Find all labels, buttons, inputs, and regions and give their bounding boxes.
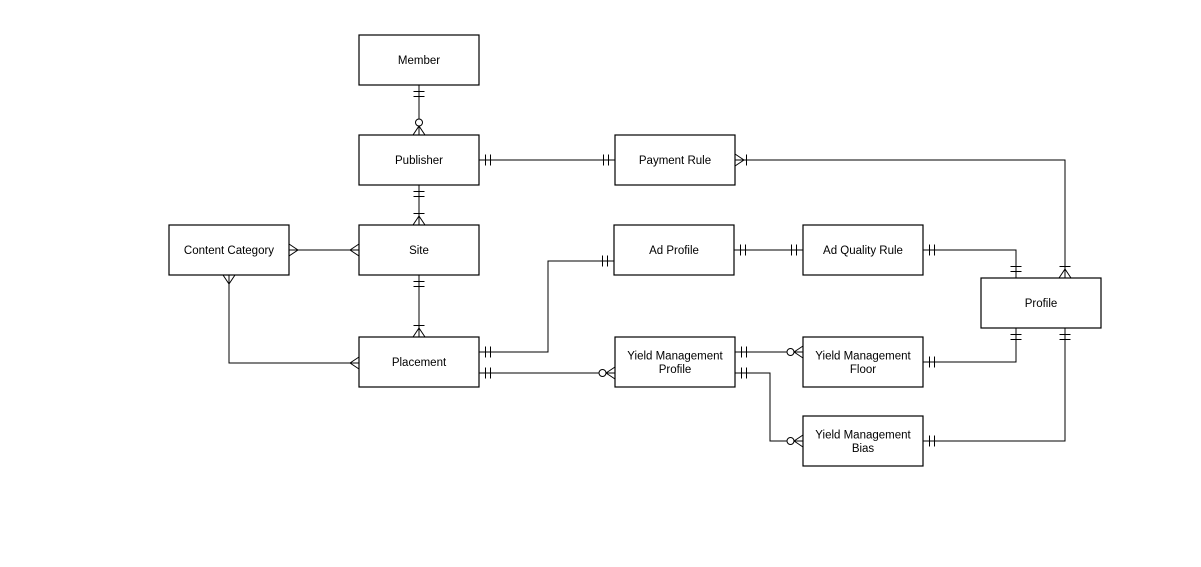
entity-placement[interactable]: Placement bbox=[358, 336, 480, 388]
cardinality-from-one-and-only-one-icon bbox=[929, 435, 935, 447]
connector-line bbox=[923, 249, 1017, 278]
entity-box-yield-management-profile[interactable] bbox=[614, 336, 736, 388]
entity-content-category[interactable]: Content Category bbox=[168, 224, 290, 276]
entity-box-site[interactable] bbox=[358, 224, 480, 276]
cardinality-to-one-and-only-one-icon bbox=[603, 154, 609, 166]
entity-label-ad-profile: Ad Profile bbox=[649, 245, 699, 257]
connector-line bbox=[228, 275, 359, 364]
relationship-yield-management-bias--profile bbox=[923, 328, 1071, 447]
relationship-member--publisher bbox=[412, 85, 426, 136]
cardinality-to-zero-or-many-icon bbox=[793, 345, 804, 359]
cardinality-from-one-and-only-one-icon bbox=[741, 346, 747, 358]
cardinality-to-one-and-only-one-icon bbox=[1010, 266, 1022, 272]
cardinality-from-one-and-only-one-icon bbox=[485, 367, 491, 379]
connector-line bbox=[923, 328, 1017, 363]
entity-payment-rule[interactable]: Payment Rule bbox=[614, 134, 736, 186]
entity-label-profile: Profile bbox=[1025, 298, 1058, 310]
relationship-publisher--site bbox=[412, 185, 426, 226]
cardinality-zero-circle-icon bbox=[598, 369, 607, 377]
entity-label-member: Member bbox=[398, 55, 440, 67]
relationship-yield-management-profile--yield-management-floor bbox=[735, 345, 804, 359]
cardinality-to-zero-or-many-icon bbox=[793, 434, 804, 448]
cardinality-from-one-and-only-one-icon bbox=[741, 367, 747, 379]
connector-line bbox=[735, 372, 803, 442]
cardinality-to-one-or-many-icon bbox=[412, 325, 426, 338]
entity-label-placement: Placement bbox=[392, 357, 447, 369]
entity-member[interactable]: Member bbox=[358, 34, 480, 86]
entity-ad-profile[interactable]: Ad Profile bbox=[613, 224, 735, 276]
cardinality-from-many-icon bbox=[222, 274, 236, 285]
connector-line bbox=[735, 159, 1066, 278]
cardinality-to-zero-or-many-icon bbox=[605, 366, 616, 380]
relationship-placement--yield-management-profile bbox=[479, 366, 616, 380]
cardinality-to-many-icon bbox=[349, 356, 360, 370]
relationship-yield-management-floor--profile bbox=[923, 328, 1022, 368]
cardinality-zero-circle-icon bbox=[786, 348, 795, 356]
cardinality-from-one-and-only-one-icon bbox=[929, 244, 935, 256]
entity-box-profile[interactable] bbox=[980, 277, 1102, 329]
relationship-publisher--payment-rule bbox=[479, 154, 615, 166]
relationship-placement--ad-profile bbox=[479, 255, 614, 358]
entity-label-publisher: Publisher bbox=[395, 155, 443, 167]
cardinality-to-one-or-many-icon bbox=[412, 213, 426, 226]
cardinality-zero-circle-icon bbox=[786, 437, 795, 445]
entity-label-site: Site bbox=[409, 245, 429, 257]
entity-label-ad-quality-rule: Ad Quality Rule bbox=[823, 245, 903, 257]
entity-profile[interactable]: Profile bbox=[980, 277, 1102, 329]
entity-box-payment-rule[interactable] bbox=[614, 134, 736, 186]
cardinality-to-one-and-only-one-icon bbox=[1010, 334, 1022, 340]
cardinality-from-one-and-only-one-icon bbox=[413, 91, 425, 97]
relationship-payment-rule--profile bbox=[734, 153, 1072, 279]
entity-label-payment-rule: Payment Rule bbox=[639, 155, 711, 167]
cardinality-from-one-and-only-one-icon bbox=[413, 191, 425, 197]
entity-site[interactable]: Site bbox=[358, 224, 480, 276]
relationships bbox=[222, 85, 1072, 448]
cardinality-from-many-icon bbox=[288, 243, 299, 257]
entity-box-yield-management-bias[interactable] bbox=[802, 415, 924, 467]
cardinality-from-one-or-many-icon bbox=[734, 153, 747, 167]
connector-line bbox=[923, 328, 1066, 442]
cardinality-to-many-icon bbox=[349, 243, 360, 257]
connector-line bbox=[479, 260, 614, 353]
cardinality-from-one-and-only-one-icon bbox=[485, 154, 491, 166]
entity-publisher[interactable]: Publisher bbox=[358, 134, 480, 186]
cardinality-from-one-and-only-one-icon bbox=[740, 244, 746, 256]
entity-ad-quality-rule[interactable]: Ad Quality Rule bbox=[802, 224, 924, 276]
relationship-ad-profile--ad-quality-rule bbox=[734, 244, 803, 256]
cardinality-to-one-and-only-one-icon bbox=[1059, 334, 1071, 340]
entity-box-placement[interactable] bbox=[358, 336, 480, 388]
cardinality-to-zero-or-many-icon bbox=[412, 125, 426, 136]
relationship-site--placement bbox=[412, 275, 426, 338]
relationship-yield-management-profile--yield-management-bias bbox=[735, 367, 804, 448]
cardinality-from-one-and-only-one-icon bbox=[413, 281, 425, 287]
entity-box-content-category[interactable] bbox=[168, 224, 290, 276]
entity-box-member[interactable] bbox=[358, 34, 480, 86]
entity-box-publisher[interactable] bbox=[358, 134, 480, 186]
cardinality-zero-circle-icon bbox=[415, 118, 423, 127]
cardinality-to-one-and-only-one-icon bbox=[791, 244, 797, 256]
cardinality-to-one-and-only-one-icon bbox=[602, 255, 608, 267]
cardinality-from-one-and-only-one-icon bbox=[485, 346, 491, 358]
entity-box-ad-profile[interactable] bbox=[613, 224, 735, 276]
relationship-ad-quality-rule--profile bbox=[923, 244, 1022, 278]
relationship-content-category--site bbox=[288, 243, 360, 257]
relationship-content-category--placement bbox=[222, 274, 360, 370]
entity-label-content-category: Content Category bbox=[184, 245, 274, 257]
entity-box-yield-management-floor[interactable] bbox=[802, 336, 924, 388]
cardinality-from-one-and-only-one-icon bbox=[929, 356, 935, 368]
entity-box-ad-quality-rule[interactable] bbox=[802, 224, 924, 276]
cardinality-to-one-or-many-icon bbox=[1058, 266, 1072, 279]
